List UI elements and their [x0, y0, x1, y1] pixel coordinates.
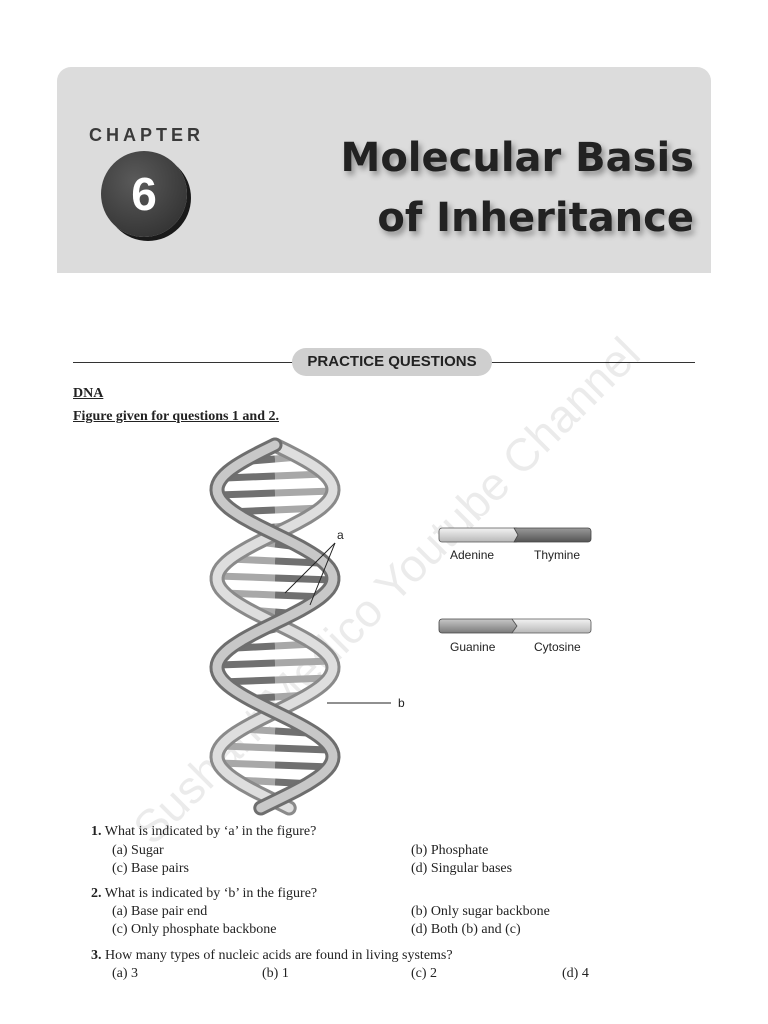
question-number: 1.	[91, 824, 102, 839]
question-number: 2.	[91, 886, 102, 901]
thymine-bar	[513, 527, 592, 543]
dna-double-helix-figure: a b	[209, 437, 405, 816]
question-1: 1. What is indicated by ‘a’ in the figur…	[91, 824, 316, 840]
base-half	[216, 489, 276, 499]
cytosine-label: Cytosine	[534, 640, 581, 654]
topic-heading: DNA	[73, 386, 104, 401]
label-a-pointer-1	[284, 542, 336, 594]
label-a: a	[337, 528, 344, 542]
option: (a) Sugar	[112, 843, 164, 858]
base-half	[225, 472, 276, 482]
option: (d) Singular bases	[411, 861, 513, 876]
option: (a) 3	[112, 966, 139, 981]
base-half	[274, 744, 330, 754]
option: (d) 4	[562, 966, 589, 981]
option: (c) Only phosphate backbone	[112, 922, 277, 937]
option: (c) 2	[411, 966, 438, 981]
backbone-strand-2-highlight	[212, 440, 338, 813]
base-pair-legend: Adenine Thymine Guanine Cytosine	[438, 527, 592, 654]
question-text: What is indicated by ‘b’ in the figure?	[104, 886, 318, 901]
chapter-title-line-1: Molecular Basis	[340, 135, 694, 181]
option: (b) Only sugar backbone	[411, 904, 550, 919]
practice-questions-heading: PRACTICE QUESTIONS	[292, 348, 492, 376]
label-b: b	[398, 696, 405, 710]
adenine-label: Adenine	[450, 548, 494, 562]
question-2: 2. What is indicated by ‘b’ in the figur…	[91, 886, 317, 902]
chapter-title-line-2: of Inheritance	[377, 195, 694, 241]
guanine-bar	[438, 618, 518, 634]
label-a-pointer-2	[309, 542, 336, 606]
option: (c) Base pairs	[112, 861, 189, 876]
option: (a) Base pair end	[112, 904, 208, 919]
question-number: 3.	[91, 948, 102, 963]
thymine-label: Thymine	[534, 548, 580, 562]
question-text: What is indicated by ‘a’ in the figure?	[104, 824, 317, 839]
adenine-thymine-pair: Adenine Thymine	[438, 527, 592, 562]
chapter-label: CHAPTER	[89, 125, 205, 145]
base-half	[274, 574, 333, 584]
chapter-number-badge: 6	[101, 151, 187, 237]
base-half	[274, 657, 332, 667]
option: (d) Both (b) and (c)	[411, 922, 521, 937]
option: (b) Phosphate	[411, 843, 489, 858]
base-half	[217, 572, 276, 582]
base-half	[218, 659, 276, 669]
question-text: How many types of nucleic acids are foun…	[105, 948, 453, 963]
base-half	[274, 487, 334, 497]
guanine-cytosine-pair: Guanine Cytosine	[438, 618, 592, 654]
adenine-bar	[438, 527, 520, 543]
guanine-label: Guanine	[450, 640, 496, 654]
figure-caption: Figure given for questions 1 and 2.	[73, 409, 280, 424]
cytosine-bar	[511, 618, 592, 634]
chapter-title: Molecular Basis of Inheritance	[341, 128, 694, 248]
option: (b) 1	[262, 966, 289, 981]
question-3: 3. How many types of nucleic acids are f…	[91, 948, 453, 964]
base-half	[218, 759, 276, 769]
